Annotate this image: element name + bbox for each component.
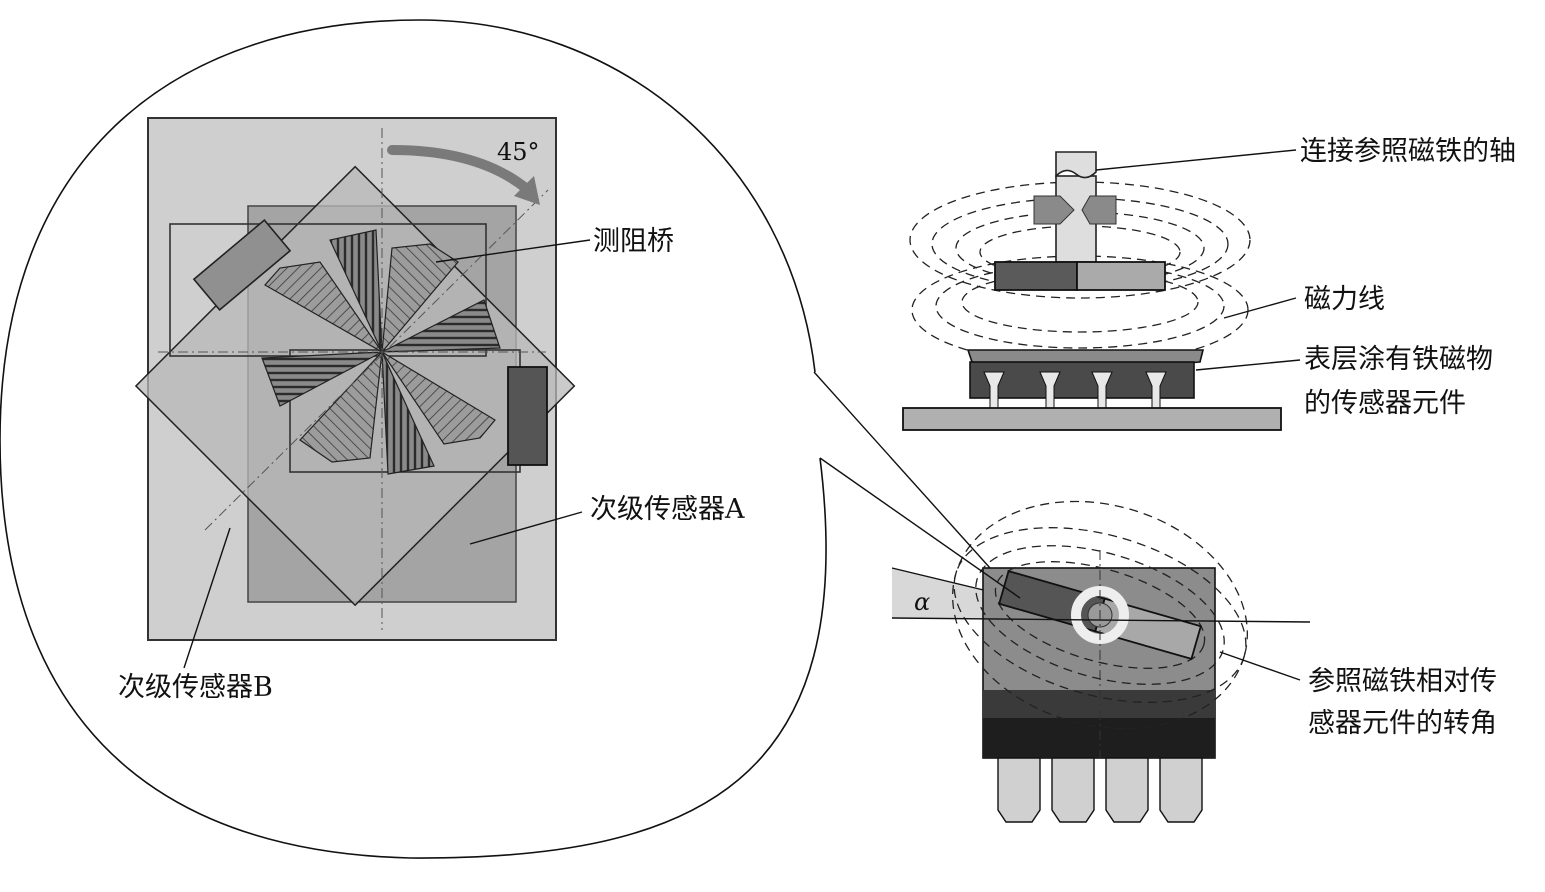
magnifier-outline [0,19,827,859]
side-view-assembly [902,151,1282,431]
sensor-b-label: 次级传感器B [118,672,273,703]
rotation-angle-label-line1: 参照磁铁相对传 [1308,666,1497,697]
coated-element-label-line1: 表层涂有铁磁物 [1304,344,1493,375]
shaft-label: 连接参照磁铁的轴 [1300,136,1516,167]
dark-bar-right [507,366,548,466]
rotation-arrow [387,145,533,195]
alpha-label: α [914,588,930,616]
angle-45-label: 45° [497,138,540,166]
field-lines-top-view [952,500,1248,730]
coated-element-label-line2: 的传感器元件 [1304,388,1466,419]
resistor-bridge-wedges [261,229,501,475]
field-lines-label: 磁力线 [1304,284,1385,315]
small-bar-top-left [192,218,292,312]
magnet-dark-half [994,261,1078,291]
chip-pins [997,757,1203,823]
magnified-sensor [134,117,576,641]
base-plate [902,407,1282,431]
top-view-assembly [891,500,1311,823]
rotation-angle-label-line2: 感器元件的转角 [1308,708,1497,739]
magnet-light-half [1076,261,1166,291]
bridge-label: 测阻桥 [593,226,674,257]
sensor-pins [983,371,1167,409]
sensor-a-label: 次级传感器A [590,494,745,525]
